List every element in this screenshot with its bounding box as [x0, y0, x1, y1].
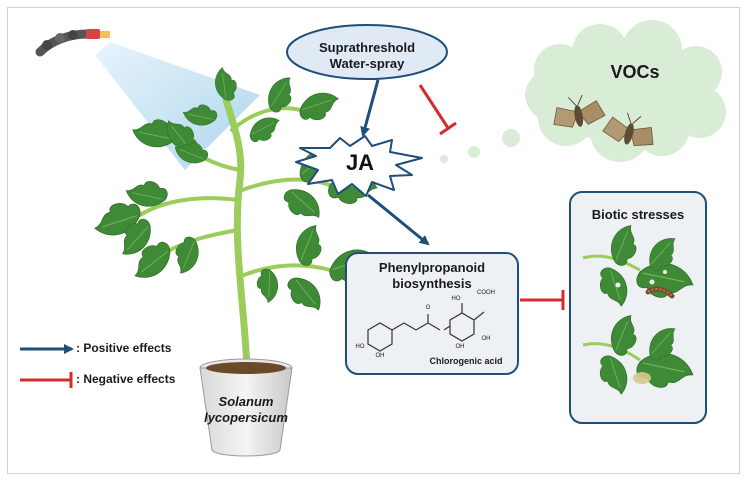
negative-legend-label: : Negative effects: [76, 372, 176, 386]
spray-label-line1: Suprathreshold: [318, 40, 416, 55]
diseased-leaf-icon: [582, 310, 698, 398]
cloud-trail: [440, 129, 520, 163]
spray-inhibits-voc: [418, 84, 457, 136]
spray-label: Suprathreshold Water-spray: [297, 40, 437, 71]
biotic-box: [569, 191, 707, 424]
caterpillar-icon: [645, 286, 675, 299]
vocs-label: VOCs: [610, 62, 660, 82]
spray-to-ja-arrow: [360, 79, 380, 137]
ja-label: JA: [345, 150, 375, 175]
spray-node: [286, 24, 448, 80]
atom-label: OH: [375, 353, 385, 359]
chlorogenic-acid-structure: [367, 303, 485, 352]
pathway-label-line2: biosynthesis: [392, 275, 472, 291]
damaged-leaf-icon: [582, 220, 698, 310]
atom-label: HO: [355, 344, 365, 350]
pathway-box: [345, 252, 519, 375]
atom-label: HO: [451, 296, 461, 302]
moth-icon: [553, 94, 606, 128]
water-spray-icon: [95, 42, 260, 170]
plant-label: Solanum lycopersicum: [200, 394, 292, 425]
atom-label: OH: [455, 344, 465, 350]
positive-legend-label: : Positive effects: [76, 341, 172, 355]
pathway-label: Phenylpropanoid biosynthesis: [352, 260, 512, 291]
negative-legend-bar: [20, 372, 73, 388]
ja-starburst: [295, 135, 423, 197]
pathway-label-line1: Phenylpropanoid: [378, 260, 486, 275]
plant-pot-icon: [199, 358, 293, 457]
plant-label-line1: Solanum: [218, 394, 274, 409]
moth-icon: [602, 112, 654, 147]
spray-nozzle-icon: [35, 29, 110, 57]
compound-label: Chlorogenic acid: [429, 356, 503, 366]
atom-label: OH: [481, 336, 491, 342]
atom-label: O: [425, 305, 431, 311]
atom-label: COOH: [477, 290, 495, 296]
biotic-label: Biotic stresses: [591, 207, 685, 222]
pathway-inhibits-biotic: [520, 290, 565, 310]
spray-label-line2: Water-spray: [329, 55, 405, 71]
plant-label-line2: lycopersicum: [204, 409, 288, 425]
ja-to-pathway-arrow: [367, 193, 430, 246]
